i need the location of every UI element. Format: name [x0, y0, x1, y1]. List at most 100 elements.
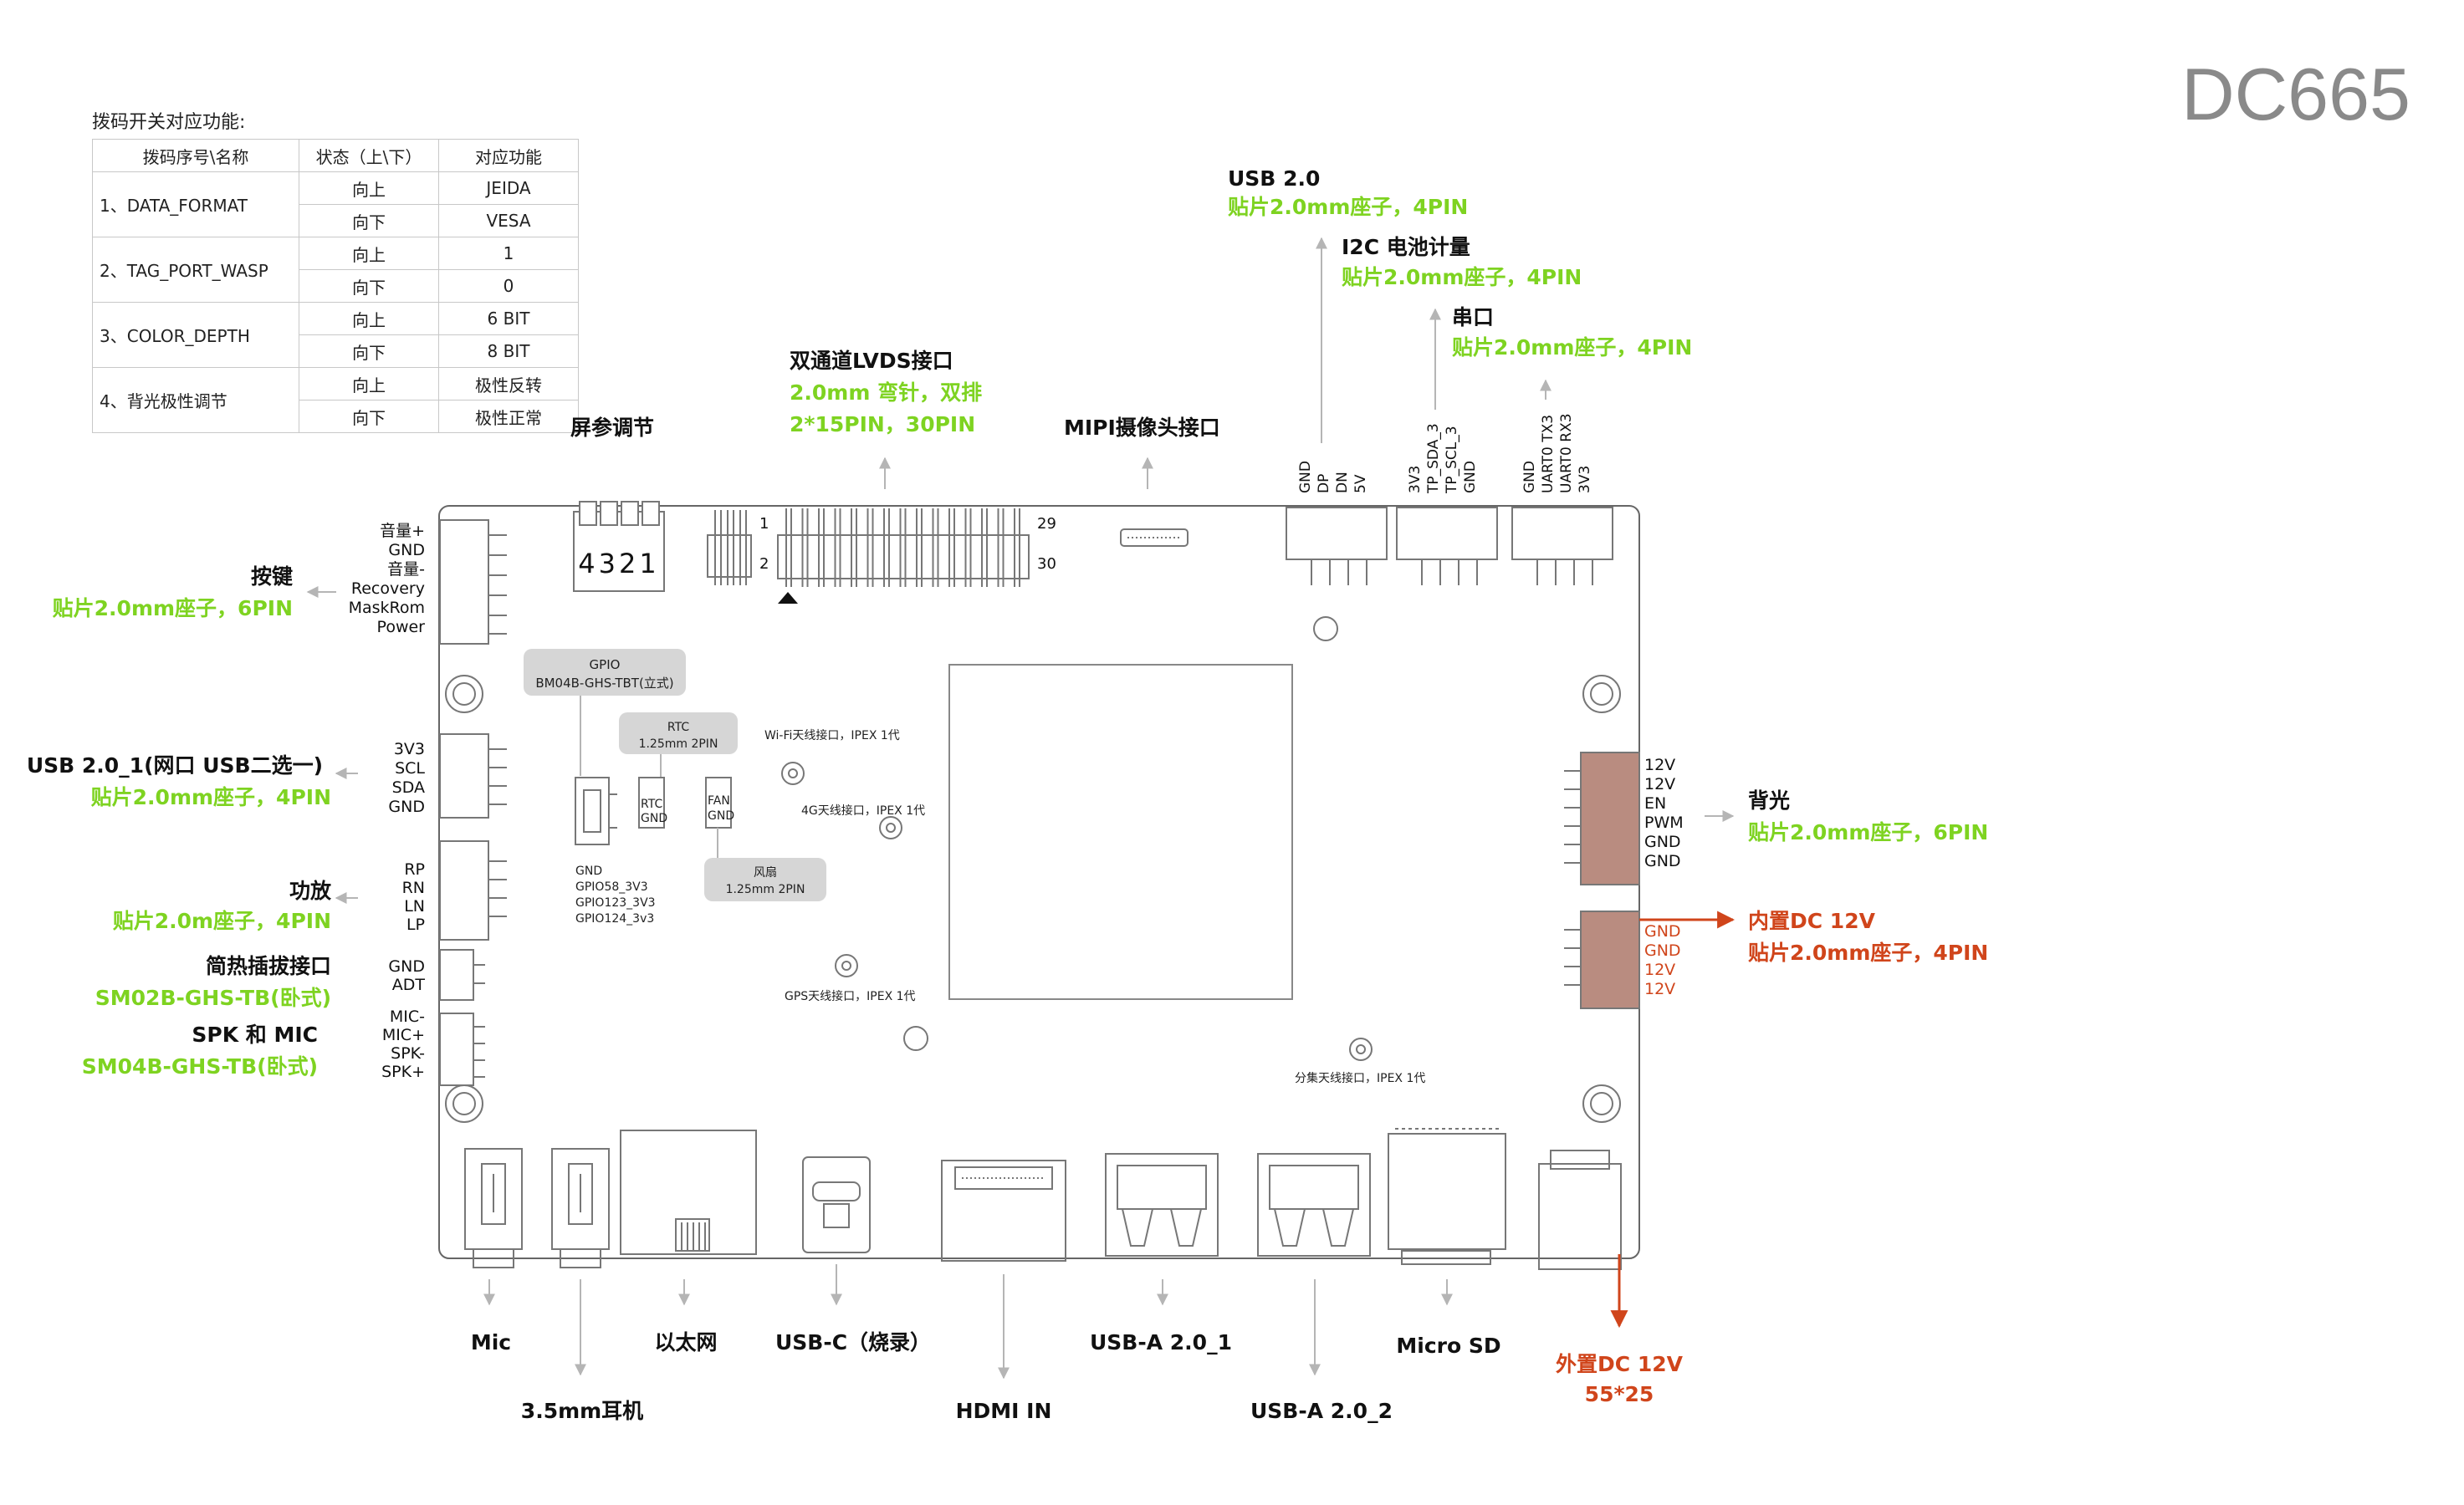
- screen-param-label: 屏参调节: [570, 416, 654, 440]
- hotplug-pin-label: GND: [388, 957, 425, 976]
- keys-pin-label: MaskRom: [349, 599, 425, 617]
- uart-connector: [1511, 507, 1613, 585]
- switch-state: 向下: [299, 400, 439, 433]
- i2c-pin-label: TP_SCL_3: [1444, 426, 1460, 494]
- uart-pin-label: UART0 TX3: [1540, 415, 1557, 493]
- dc-pin-label: GND: [1644, 941, 1681, 960]
- switch-function: 1: [438, 237, 579, 270]
- amp-pin-label: LN: [404, 897, 425, 916]
- i2c-pin-label: 3V3: [1407, 466, 1424, 493]
- table-row: 向下 极性正常: [93, 400, 579, 433]
- spk-pin-label: SPK+: [381, 1063, 425, 1081]
- wifi-antenna-label: Wi-Fi天线接口，IPEX 1代: [764, 728, 900, 742]
- keys-pin-label: Recovery: [351, 579, 425, 598]
- spk-pin-label: MIC+: [382, 1026, 425, 1044]
- microsd-slot: [1388, 1128, 1506, 1265]
- gpio-spec: BM04B-GHS-TBT(立式): [535, 676, 673, 691]
- dc-internal-title: 内置DC 12V: [1748, 909, 1876, 933]
- hotplug-title: 简热插拔接口: [206, 954, 331, 978]
- rtc-callout: [619, 712, 738, 754]
- uart-pin-label: UART0 RX3: [1558, 413, 1575, 493]
- keys-pin-label: GND: [388, 541, 425, 559]
- rtc-pin-label: GND: [641, 812, 667, 825]
- amp-pin-label: RN: [402, 879, 425, 897]
- usb20-top-connector: [1286, 507, 1388, 585]
- usb20-title: USB 2.0: [1228, 166, 1320, 191]
- fan-pin-label: FAN: [708, 794, 730, 808]
- dc-jack: [1538, 1150, 1622, 1270]
- dip-switch: 4321: [573, 501, 665, 592]
- usb21-title: USB 2.0_1(网口 USB二选一): [27, 753, 323, 778]
- i2c-title: I2C 电池计量: [1342, 235, 1470, 259]
- fan-callout: [704, 858, 826, 901]
- dc-external-title: 外置DC 12V: [1556, 1352, 1684, 1376]
- amp-pin-label: RP: [404, 860, 425, 879]
- switch-state: 向下: [299, 334, 439, 368]
- amp-pin-label: LP: [406, 916, 425, 934]
- backlight-spec: 贴片2.0mm座子，6PIN: [1748, 820, 1988, 844]
- uart-pin-label: 3V3: [1577, 466, 1593, 493]
- hotplug-pin-label: ADT: [392, 976, 426, 994]
- soc-module: [948, 664, 1293, 1000]
- switch-state: 向上: [299, 237, 439, 270]
- switch-state: 向上: [299, 171, 439, 205]
- usb21-pin-label: GND: [388, 798, 425, 816]
- switch-name: 2、TAG_PORT_WASP: [92, 237, 299, 303]
- switch-function: 6 BIT: [438, 302, 579, 335]
- table-row: 向下 8 BIT: [93, 334, 579, 368]
- switch-name: 3、COLOR_DEPTH: [92, 302, 299, 368]
- gpio-pin-label: GND: [575, 865, 602, 878]
- switch-function: JEIDA: [438, 171, 579, 205]
- usb20-spec: 贴片2.0mm座子，4PIN: [1228, 195, 1468, 219]
- gpio-connector: [575, 777, 617, 845]
- usbc-label: USB-C（烧录）: [775, 1330, 931, 1354]
- lvds-pin-label: 29: [1037, 515, 1056, 533]
- i2c-connector: [1396, 507, 1498, 585]
- column-header: 拨码序号\名称: [92, 139, 299, 172]
- switch-function: 极性正常: [438, 400, 579, 433]
- dc-internal-spec: 贴片2.0mm座子，4PIN: [1748, 941, 1988, 965]
- i2c-pin-label: TP_SDA_3: [1425, 423, 1442, 494]
- backlight-pin-label: PWM: [1644, 814, 1684, 832]
- dip-table-title: 拨码开关对应功能:: [92, 112, 246, 133]
- uart-title: 串口: [1452, 305, 1494, 329]
- table-row: 向下 VESA: [93, 204, 579, 237]
- backlight-title: 背光: [1748, 788, 1790, 813]
- fan-spec: 1.25mm 2PIN: [726, 883, 805, 896]
- backlight-pin-label: GND: [1644, 852, 1681, 870]
- usb21-spec: 贴片2.0mm座子，4PIN: [91, 785, 331, 809]
- keys-title: 按键: [251, 564, 293, 589]
- backlight-pin-label: 12V: [1644, 756, 1675, 774]
- header-2x3: [707, 510, 752, 585]
- gpio-pin-label: GPIO58_3V3: [575, 880, 648, 894]
- usb20-pin-label: GND: [1297, 461, 1314, 493]
- table-row: 3、COLOR_DEPTH 向上 6 BIT: [92, 302, 579, 368]
- usba2-label: USB-A 2.0_2: [1250, 1399, 1393, 1423]
- model-name: DC665: [2181, 53, 2410, 135]
- switch-name: 4、背光极性调节: [92, 367, 299, 433]
- spk-mic-title: SPK 和 MIC: [192, 1023, 318, 1047]
- dc-pin-label: 12V: [1644, 980, 1675, 998]
- rtc-spec: 1.25mm 2PIN: [639, 737, 718, 751]
- hdmi-port: [941, 1160, 1066, 1262]
- usbc-port: [802, 1156, 871, 1253]
- mipi-label: MIPI摄像头接口: [1064, 416, 1220, 440]
- hotplug-spec: SM02B-GHS-TB(卧式): [95, 986, 331, 1010]
- amp-connector: [439, 840, 507, 941]
- gpio-pin-label: GPIO123_3V3: [575, 896, 656, 910]
- fan-pin-label: GND: [708, 809, 734, 823]
- rtc-title: RTC: [667, 721, 689, 734]
- lvds-pin-label: 1: [759, 515, 769, 533]
- hotplug-connector: [439, 949, 485, 1001]
- microsd-label: Micro SD: [1396, 1334, 1500, 1358]
- mic-label: Mic: [471, 1330, 511, 1354]
- lvds-connector: 1 2 29 30: [759, 508, 1056, 604]
- lvds-pin-label: 30: [1037, 555, 1056, 573]
- amp-spec: 贴片2.0m座子，4PIN: [113, 909, 331, 933]
- uart-pin-label: GND: [1521, 461, 1538, 493]
- backlight-connector: [1564, 752, 1640, 885]
- lvds-spec: 2*15PIN，30PIN: [790, 412, 975, 436]
- dc-pin-label: GND: [1644, 922, 1681, 941]
- rtc-pin-label: RTC: [641, 798, 662, 811]
- dip-switch-table: 拨码序号\名称 状态（上\下） 对应功能 1、DATA_FORMAT 向上 JE…: [92, 139, 579, 433]
